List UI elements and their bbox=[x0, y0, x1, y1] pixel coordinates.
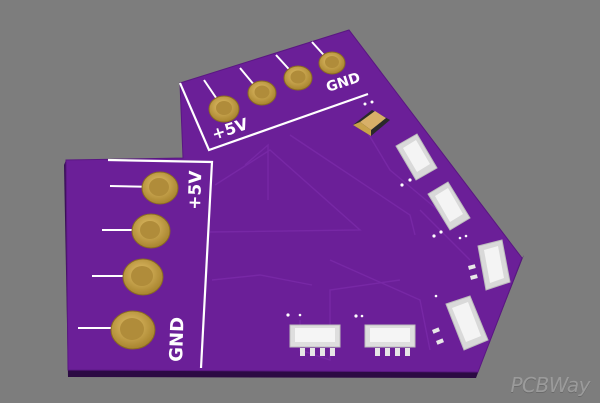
led-module-2 bbox=[427, 181, 471, 238]
top-header-hole-2 bbox=[254, 85, 270, 99]
left-header-ground-label: GND bbox=[166, 317, 189, 362]
led-module-3 bbox=[468, 239, 511, 291]
left-header-hole-3 bbox=[131, 266, 153, 286]
pcbway-watermark: PCBWay bbox=[510, 373, 590, 397]
top-header-hole-4 bbox=[325, 56, 339, 68]
left-header-power-label: +5V bbox=[185, 169, 206, 210]
top-header-hole-1 bbox=[216, 101, 232, 115]
board-traces bbox=[209, 119, 471, 361]
left-header-hole-4 bbox=[120, 318, 144, 340]
top-header-outline bbox=[178, 82, 369, 152]
board-edge-side bbox=[64, 160, 68, 377]
left-header-hole-2 bbox=[140, 221, 160, 239]
silkscreen-markers bbox=[298, 234, 468, 318]
bottom-connector-2 bbox=[354, 314, 416, 356]
left-header-outline bbox=[107, 158, 214, 369]
smd-capacitor bbox=[353, 100, 390, 136]
led-module-4 bbox=[432, 295, 489, 351]
top-header-hole-3 bbox=[290, 70, 306, 84]
left-header: +5V GND bbox=[78, 158, 214, 369]
left-header-hole-1 bbox=[149, 178, 169, 196]
led-module-1 bbox=[395, 133, 438, 187]
bottom-connector-1 bbox=[286, 313, 341, 356]
pcb-board bbox=[65, 29, 523, 373]
